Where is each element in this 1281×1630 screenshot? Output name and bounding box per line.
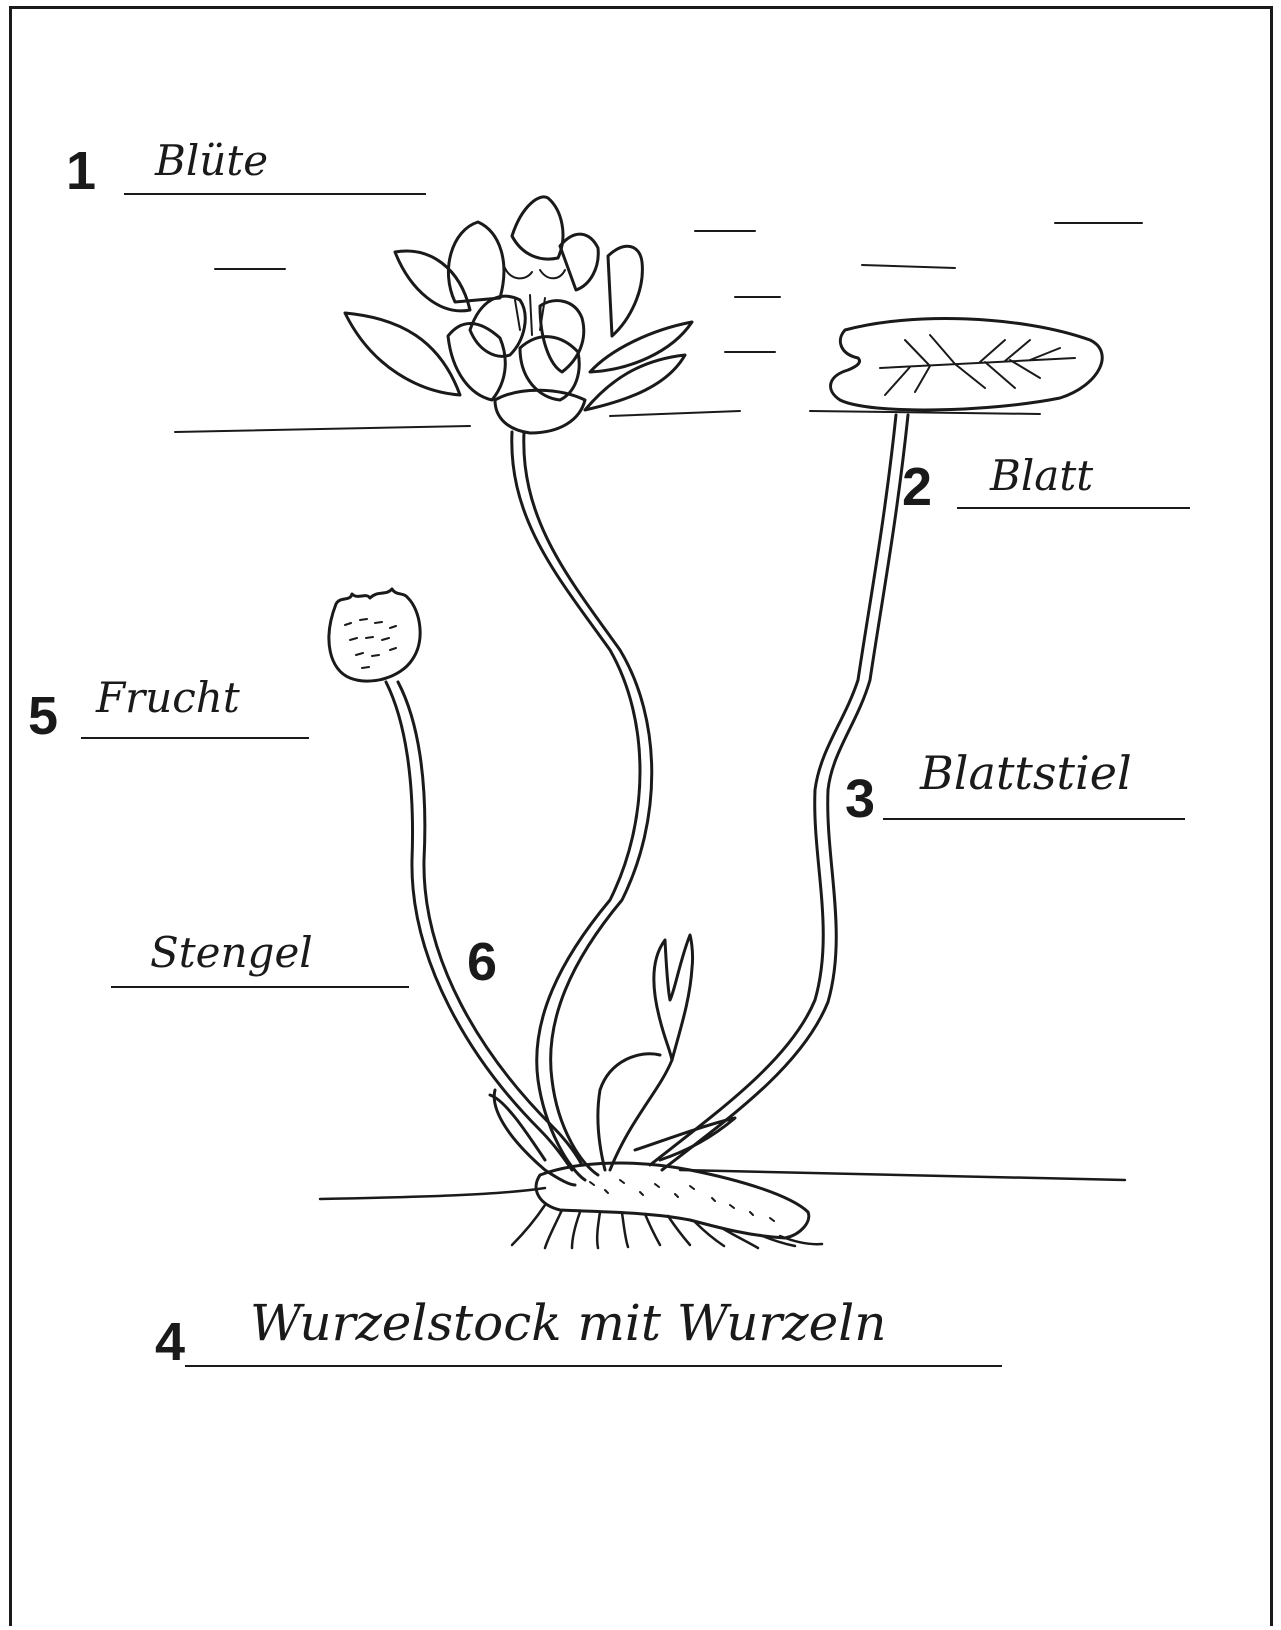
label-text-2: Blatt bbox=[990, 455, 1093, 497]
young-leaves bbox=[490, 935, 735, 1185]
roots bbox=[512, 1205, 822, 1248]
ground-line bbox=[320, 1170, 1125, 1199]
water-surface bbox=[175, 223, 1142, 432]
flower-icon bbox=[345, 197, 692, 433]
fruit-icon bbox=[329, 589, 420, 681]
label-text-4: Wurzelstock mit Wurzeln bbox=[250, 1298, 886, 1348]
label-line-3 bbox=[883, 818, 1185, 820]
label-number-1: 1 bbox=[66, 144, 96, 198]
flower-stem bbox=[512, 432, 652, 1180]
label-line-4 bbox=[185, 1365, 1002, 1367]
label-line-6 bbox=[111, 986, 409, 988]
leaf-icon bbox=[831, 319, 1103, 410]
label-text-1: Blüte bbox=[155, 140, 268, 182]
label-number-3: 3 bbox=[845, 772, 875, 826]
label-text-3: Blattstiel bbox=[920, 750, 1132, 796]
label-line-5 bbox=[81, 737, 309, 739]
label-text-5: Frucht bbox=[96, 677, 240, 719]
fruit-stem bbox=[386, 682, 582, 1170]
label-line-1 bbox=[124, 193, 426, 195]
label-line-2 bbox=[957, 507, 1190, 509]
label-text-6: Stengel bbox=[150, 932, 313, 974]
label-number-5: 5 bbox=[28, 689, 58, 743]
label-number-6: 6 bbox=[467, 935, 497, 989]
label-number-4: 4 bbox=[155, 1315, 185, 1369]
label-number-2: 2 bbox=[902, 460, 932, 514]
